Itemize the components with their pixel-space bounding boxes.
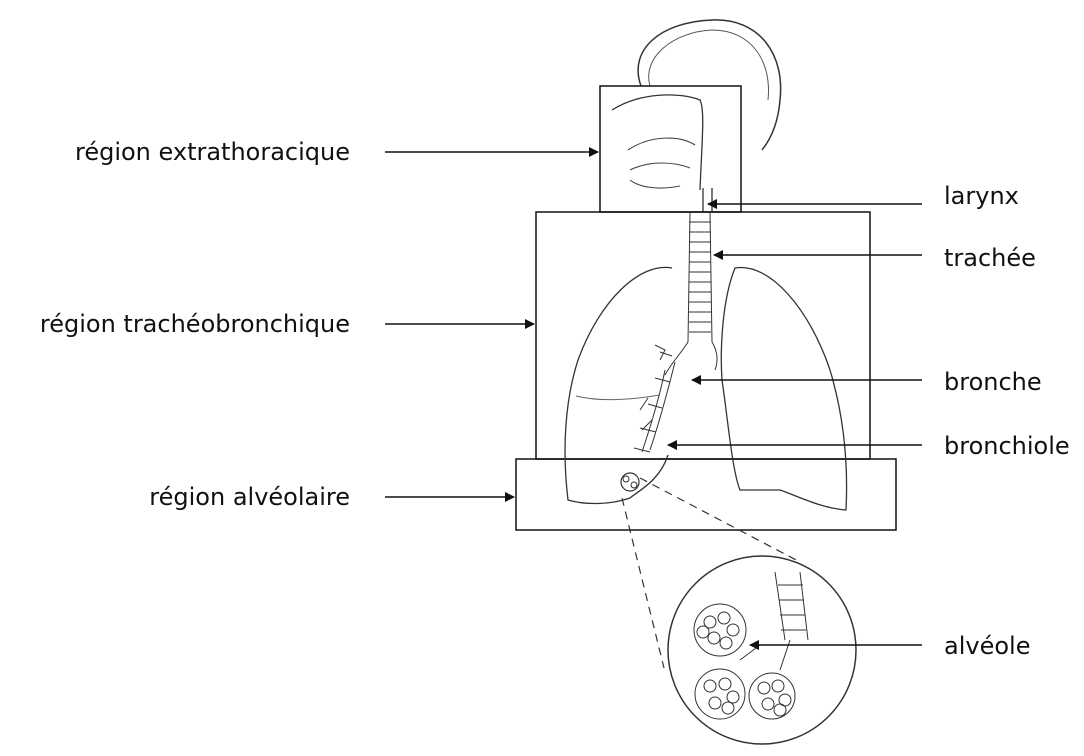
bronchial-tree (634, 345, 675, 452)
nasal-cavity (612, 95, 703, 190)
label-tracheobronchial-region: région trachéobronchique (0, 309, 350, 339)
oral-cavity (628, 138, 695, 188)
label-larynx: larynx (944, 181, 1019, 211)
head-inner-outline (649, 30, 769, 100)
label-alveolus: alvéole (944, 631, 1030, 661)
label-bronchiole: bronchiole (944, 431, 1070, 461)
label-trachea: trachée (944, 243, 1036, 273)
tracheobronchial-box (536, 212, 870, 459)
trachea-drawing (665, 212, 717, 375)
alveolus-small (621, 473, 639, 491)
label-bronchus: bronche (944, 367, 1042, 397)
zoom-line-left (622, 498, 664, 668)
right-lung (721, 267, 846, 510)
magnified-alveoli-circle (668, 556, 856, 744)
larynx-drawing (703, 188, 712, 212)
head-outline (638, 20, 781, 150)
label-alveolar-region: région alvéolaire (40, 482, 350, 512)
alveolar-box (516, 459, 896, 530)
left-lung (565, 267, 672, 503)
label-extrathoracic-region: région extrathoracique (40, 137, 350, 167)
